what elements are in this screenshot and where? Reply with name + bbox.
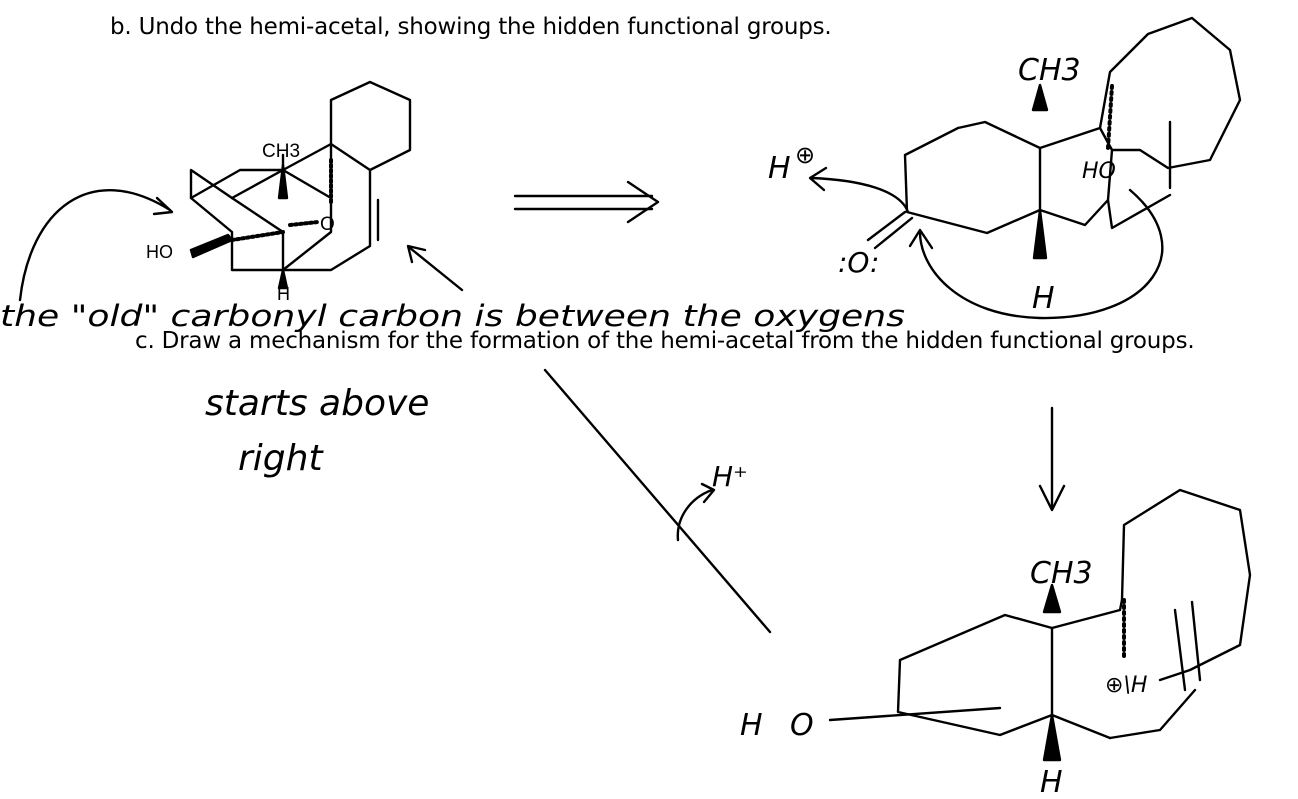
proton-plus-note: H⁺	[712, 460, 748, 493]
starts-note-line2: right	[238, 438, 324, 479]
wedge-h	[277, 268, 289, 290]
down-arrow-head	[1038, 484, 1066, 512]
proton-label-3: H	[740, 708, 763, 743]
proton-arrow-head	[700, 482, 716, 504]
arrow-head-attack	[908, 228, 934, 250]
oxygen-label-3: O	[790, 708, 814, 743]
pointer-arrow-head	[406, 244, 427, 264]
hemiacetal-structure: CH3 O HO H	[18, 80, 464, 304]
hash-bond-o2	[288, 220, 320, 227]
ring-oh-label: HO	[1082, 159, 1116, 184]
oxygen-label: O	[320, 214, 335, 235]
hash-bond	[230, 230, 285, 242]
retro-arrow	[513, 180, 660, 224]
curved-arrow-proton	[810, 176, 910, 214]
ring-bonds-e	[281, 168, 372, 272]
intermediate-structure: CH3 H O ⊕\H H	[740, 488, 1252, 799]
old-carbonyl-note: the "old" carbonyl carbon is between the…	[0, 299, 905, 333]
positive-charge: ⊕	[795, 141, 815, 169]
hydrogen-label-2: H	[1032, 281, 1055, 316]
pointer-arrow	[408, 246, 464, 292]
diagonal-line	[543, 368, 772, 634]
arrow-head-proton	[808, 166, 828, 192]
hydroxyl-label: HO	[146, 242, 173, 262]
curved-arrow-left	[18, 189, 172, 302]
methyl-label-2: CH3	[1018, 53, 1081, 88]
wedge-ho	[189, 233, 234, 259]
question-c: c. Draw a mechanism for the formation of…	[135, 328, 1195, 354]
ketone-oxygen-label: :O:	[838, 246, 879, 279]
protonated-oxygen-label: ⊕\H	[1105, 673, 1147, 698]
ring-bonds-d	[329, 80, 412, 172]
ketone-alcohol-structure: CH3 H ⊕ :O: HO H	[768, 16, 1242, 320]
ring-bonds-f	[189, 153, 285, 200]
methyl-label: CH3	[262, 141, 300, 162]
proton-arrow	[676, 488, 714, 542]
wedge-methyl	[277, 163, 289, 200]
hydrogen-label-3: H	[1040, 765, 1063, 799]
methyl-label-3: CH3	[1030, 556, 1093, 591]
question-b: b. Undo the hemi-acetal, showing the hid…	[110, 14, 832, 40]
hydrogen-label: H	[277, 284, 290, 304]
proton-label: H	[768, 151, 791, 186]
starts-note-line1: starts above	[205, 383, 429, 424]
curved-arrow-attack	[918, 188, 1164, 320]
arrow-head-left	[152, 196, 174, 216]
ring-bonds	[189, 168, 285, 272]
